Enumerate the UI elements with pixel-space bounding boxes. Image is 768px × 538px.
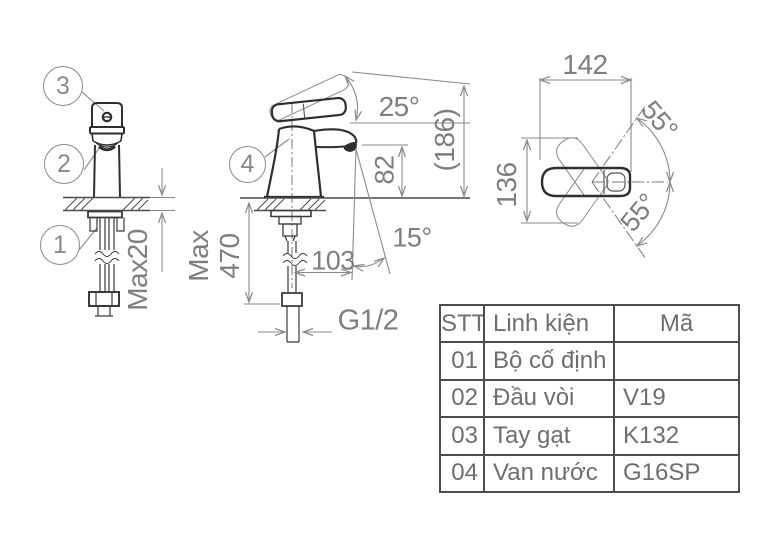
table-header-part: Linh kiện bbox=[483, 303, 615, 344]
dim-label-103: 103 bbox=[311, 245, 355, 276]
dim-470-lines bbox=[244, 203, 280, 305]
dim-55deg-arcs bbox=[637, 118, 670, 246]
dim-15deg-lines bbox=[351, 148, 391, 281]
dim-label-470: 470 bbox=[214, 233, 245, 279]
callout-1: 1 bbox=[40, 225, 80, 265]
dim-label-g12: G1/2 bbox=[337, 304, 399, 337]
callout-2: 2 bbox=[44, 144, 84, 184]
table-cell-code: V19 bbox=[613, 378, 740, 419]
deck-hatch-front bbox=[64, 197, 149, 211]
table-header-code: Mã bbox=[613, 303, 740, 344]
table-header-row: STT Linh kiện Mã bbox=[439, 303, 740, 344]
callout-1-number: 1 bbox=[53, 230, 67, 259]
table-cell-code: K132 bbox=[613, 416, 740, 456]
dim-142-lines bbox=[540, 78, 631, 172]
table-cell-code bbox=[613, 341, 740, 381]
table-cell-part: Van nước bbox=[483, 453, 615, 494]
dim-label-82: 82 bbox=[369, 155, 400, 185]
dim-136-lines bbox=[521, 137, 578, 224]
table-cell-part: Đầu vòi bbox=[483, 378, 615, 419]
table-cell-part: Bộ cố định bbox=[483, 341, 615, 381]
table-cell-stt: 03 bbox=[439, 416, 485, 456]
dim-label-max20: Max20 bbox=[122, 229, 153, 311]
dim-label-186: (186) bbox=[429, 108, 460, 172]
table-cell-stt: 01 bbox=[439, 341, 485, 381]
table-row: 04 Van nước G16SP bbox=[439, 453, 740, 494]
front-view-drawing bbox=[63, 91, 175, 317]
callout-3: 3 bbox=[43, 66, 83, 106]
table-cell-part: Tay gạt bbox=[483, 416, 615, 456]
dim-82-lines bbox=[362, 144, 408, 196]
dim-label-142: 142 bbox=[562, 49, 608, 80]
callout-4-number: 4 bbox=[240, 150, 255, 178]
side-view-drawing bbox=[240, 71, 471, 343]
table-header-stt: STT bbox=[439, 303, 485, 344]
callout-3-number: 3 bbox=[56, 71, 70, 100]
callout-4: 4 bbox=[229, 146, 266, 183]
dim-label-15deg: 15° bbox=[392, 222, 432, 253]
dim-max20-lines bbox=[150, 168, 175, 272]
top-view-drawing bbox=[521, 78, 670, 260]
table-cell-stt: 02 bbox=[439, 378, 485, 419]
table-row: 01 Bộ cố định bbox=[439, 341, 740, 381]
callout-2-number: 2 bbox=[57, 149, 71, 178]
table-row: 03 Tay gạt K132 bbox=[439, 416, 740, 456]
parts-table: STT Linh kiện Mã 01 Bộ cố định 02 Đầu vò… bbox=[439, 303, 740, 494]
table-row: 02 Đầu vòi V19 bbox=[439, 378, 740, 419]
table-cell-code: G16SP bbox=[613, 453, 740, 494]
dim-25deg-lines bbox=[345, 76, 470, 124]
dim-label-136: 136 bbox=[491, 162, 522, 208]
dim-label-max: Max bbox=[183, 230, 214, 282]
dim-label-25deg: 25° bbox=[378, 91, 420, 122]
table-cell-stt: 04 bbox=[439, 453, 485, 494]
dim-186-lines bbox=[351, 71, 471, 196]
